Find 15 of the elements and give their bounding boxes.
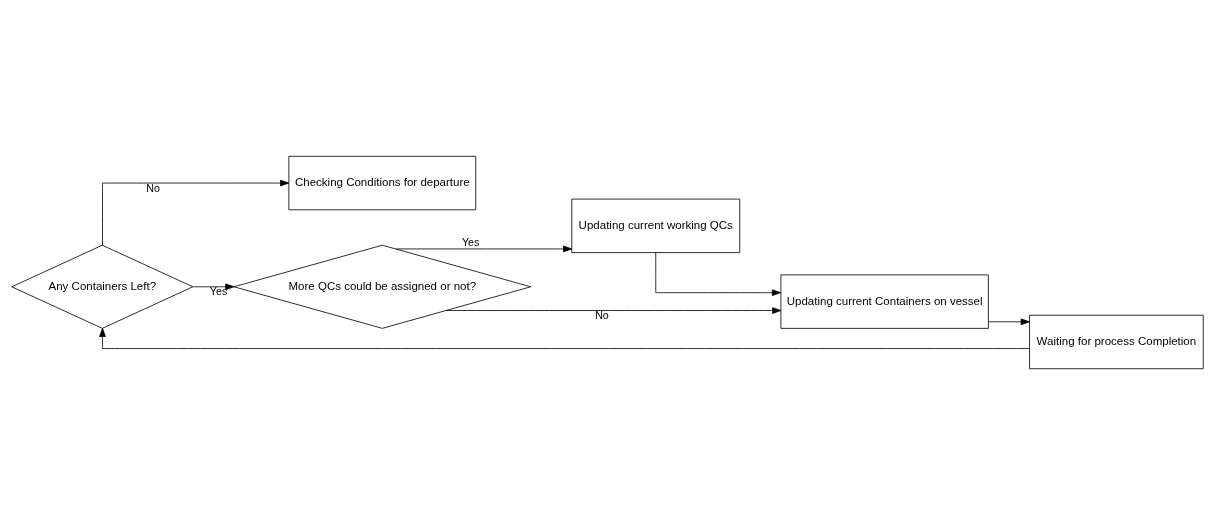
arrow [988, 318, 1030, 326]
node-diamond: Any Containers Left? [11, 244, 194, 329]
arrow [102, 179, 290, 246]
edge-label: No [595, 309, 609, 322]
node-box: Checking Conditions for departure [288, 155, 477, 211]
arrow [395, 245, 573, 253]
arrow [655, 252, 781, 296]
arrow [445, 307, 782, 314]
node-box: Updating current Containers on vessel [780, 274, 989, 329]
edge-label: No [146, 181, 160, 194]
arrow [99, 327, 1030, 349]
edge-label: Yes [209, 285, 228, 298]
node-box: Updating current working QCs [571, 198, 741, 254]
node-box: Waiting for process Completion [1029, 314, 1204, 370]
arrow [192, 283, 235, 291]
